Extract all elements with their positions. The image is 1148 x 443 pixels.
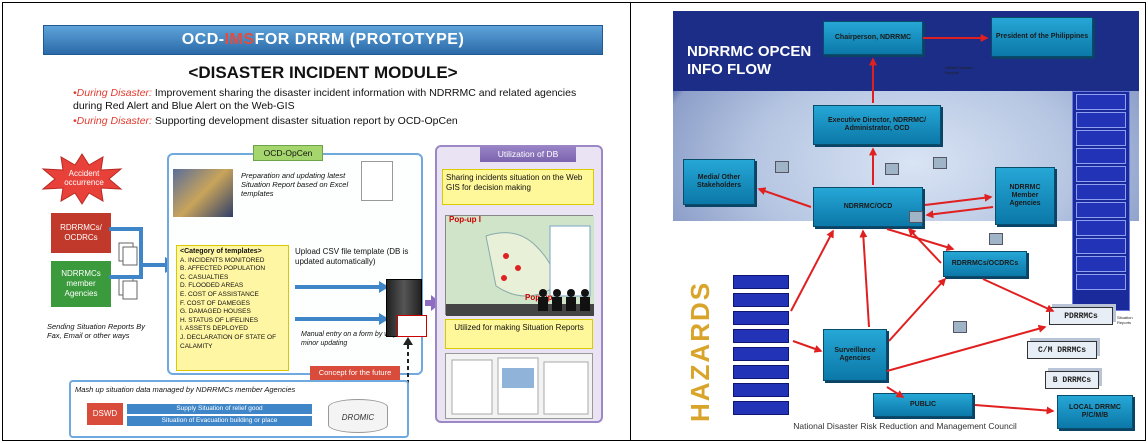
- manual-entry-text: Manual entry on a form by way of minor u…: [301, 331, 405, 347]
- chairperson-node: Chairperson, NDRRMC: [823, 21, 923, 55]
- hazard-agency-item: [733, 401, 789, 415]
- bullet-1: •During Disaster: Improvement sharing th…: [73, 87, 593, 113]
- category-item: F. COST OF DAMEGES: [180, 299, 250, 307]
- agency-item: [1076, 220, 1126, 236]
- media-node: Media/ Other Stakeholders: [683, 159, 755, 205]
- report-cube-icon: [989, 233, 1003, 245]
- agency-item: [1076, 238, 1126, 254]
- info-flow-arrows: [757, 34, 1055, 415]
- ocd-ims-slide: OCD-IMS FOR DRRM (PROTOTYPE) <DISASTER I…: [41, 25, 603, 439]
- title-suffix: FOR DRRM (PROTOTYPE): [254, 31, 465, 48]
- agency-item: [1076, 184, 1126, 200]
- bullet-2: •During Disaster: Supporting development…: [73, 115, 593, 128]
- accident-burst-shape: [41, 153, 123, 205]
- b-drrmcs-box: B DRRMCs: [1045, 371, 1099, 389]
- evacuation-situation-bar: Situation of Evacuation building or plac…: [127, 416, 312, 426]
- excel-template-thumbnail: [361, 161, 393, 201]
- agency-item: [1076, 274, 1126, 290]
- agency-item: [1076, 202, 1126, 218]
- sending-reports-note: Sending Situation Reports By Fax, Email …: [47, 322, 145, 340]
- agency-item: [1076, 166, 1126, 182]
- accident-occurrence-label: Accident occurrence: [64, 169, 104, 187]
- left-panel: OCD-IMS FOR DRRM (PROTOTYPE) <DISASTER I…: [2, 2, 631, 441]
- official-reports-note: Official Disaster Reports: [945, 65, 973, 75]
- ndrrmc-members-box: NDRRMCs member Agencies: [51, 261, 111, 307]
- report-cube-icon: [909, 211, 923, 223]
- category-item: A. INCIDENTS MONITORED: [180, 256, 265, 264]
- report-cube-icon: [885, 163, 899, 175]
- hazard-agency-item: [733, 383, 789, 397]
- bullet-1-text: Improvement sharing the disaster inciden…: [73, 87, 577, 112]
- upload-csv-text: Upload CSV file template (DB is updated …: [295, 247, 409, 266]
- rdrrmcs-box: RDRRMCs/ OCDRCs: [51, 213, 111, 253]
- concept-future-label: Concept for the future: [310, 366, 400, 380]
- rdrrmcs-node: RDRRMCs/OCDRCs: [943, 251, 1027, 277]
- member-agencies-list: [1072, 91, 1130, 311]
- mash-up-text: Mash up situation data managed by NDRRMC…: [75, 385, 296, 394]
- right-panel: NDRRMC OPCEN INFO FLOW Chairperson, NDRR…: [630, 2, 1146, 441]
- utilized-reports-box: Utilized for making Situation Reports: [445, 319, 593, 349]
- agency-item: [1076, 130, 1126, 146]
- agency-item: [1076, 256, 1126, 272]
- hazard-agency-item: [733, 311, 789, 325]
- title-ims: IMS: [224, 31, 255, 48]
- surveillance-node: Surveillance Agencies: [823, 329, 887, 381]
- hazard-agency-item: [733, 347, 789, 361]
- category-templates-box: <Category of templates> A. INCIDENTS MON…: [176, 245, 289, 371]
- category-title: <Category of templates>: [180, 248, 262, 255]
- operations-room-photo: [173, 169, 233, 217]
- ocd-opcen-label: OCD-OpCen: [253, 145, 323, 161]
- bullet-1-lead: •During Disaster:: [73, 87, 152, 99]
- category-item: C. CASUALTIES: [180, 273, 229, 281]
- bullet-2-text: Supporting development disaster situatio…: [151, 115, 458, 127]
- executive-director-node: Executive Director, NDRRMC/ Administrato…: [813, 105, 941, 145]
- hazard-agency-item: [733, 275, 789, 289]
- category-item: J. DECLARATION OF STATE OF CALAMITY: [180, 333, 277, 350]
- ndrrmc-member-node: NDRRMC Member Agencies: [995, 167, 1055, 225]
- hazard-agency-item: [733, 329, 789, 343]
- hazard-agency-item: [733, 293, 789, 307]
- category-item: D. FLOODED AREAS: [180, 282, 244, 290]
- agency-item: [1076, 94, 1126, 110]
- pdrrmcs-box: PDRRMCs: [1049, 307, 1113, 325]
- president-node: President of the Philippines: [991, 17, 1093, 57]
- situation-report-documents: [445, 353, 593, 419]
- cm-drrmcs-box: C/M DRRMCs: [1027, 341, 1097, 359]
- dromic-database: DROMIC: [328, 399, 388, 433]
- utilization-label: Utilization of DB: [480, 146, 576, 162]
- category-item: I. ASSETS DEPLOYED: [180, 325, 248, 333]
- category-item: E. COST OF ASSISTANCE: [180, 290, 259, 298]
- situation-reports-note: Situation Reports: [1117, 315, 1133, 325]
- report-cube-icon: [953, 321, 967, 333]
- info-flow-title: NDRRMC OPCEN INFO FLOW: [687, 43, 812, 78]
- slide-title-bar: OCD-IMS FOR DRRM (PROTOTYPE): [43, 25, 603, 55]
- people-silhouettes-icon: [538, 289, 590, 311]
- agency-item: [1076, 148, 1126, 164]
- server-label-sticker: [397, 315, 427, 337]
- category-item: G. DAMAGED HOUSES: [180, 308, 251, 316]
- council-footer: National Disaster Risk Reduction and Man…: [793, 421, 1017, 431]
- sharing-text-box: Sharing incidents situation on the Web G…: [442, 169, 594, 205]
- slide-subtitle: <DISASTER INCIDENT MODULE>: [188, 63, 458, 82]
- preparation-note: Preparation and updating latest Situatio…: [241, 171, 349, 198]
- local-drrmc-node: LOCAL DRRMC P/C/M/B: [1057, 395, 1133, 429]
- supply-situation-bar: Supply Situation of relief good: [127, 404, 312, 414]
- dswd-box: DSWD: [87, 403, 123, 425]
- popup-1-label: Pop-up I: [449, 215, 481, 224]
- category-item: B. AFFECTED POPULATION: [180, 265, 266, 273]
- ndrrmc-ocd-node: NDRRMC/OCD: [813, 187, 923, 227]
- report-cube-icon: [775, 161, 789, 173]
- documents-graphic: [451, 357, 589, 415]
- report-cube-icon: [933, 157, 947, 169]
- agency-item: [1076, 112, 1126, 128]
- ndrrmc-info-flow-slide: NDRRMC OPCEN INFO FLOW Chairperson, NDRR…: [673, 11, 1139, 438]
- bullet-2-lead: •During Disaster:: [73, 115, 152, 127]
- title-prefix: OCD-: [181, 31, 225, 48]
- hazard-agency-item: [733, 365, 789, 379]
- category-item: H. STATUS OF LIFELINES: [180, 316, 259, 324]
- public-node: PUBLIC: [873, 393, 973, 417]
